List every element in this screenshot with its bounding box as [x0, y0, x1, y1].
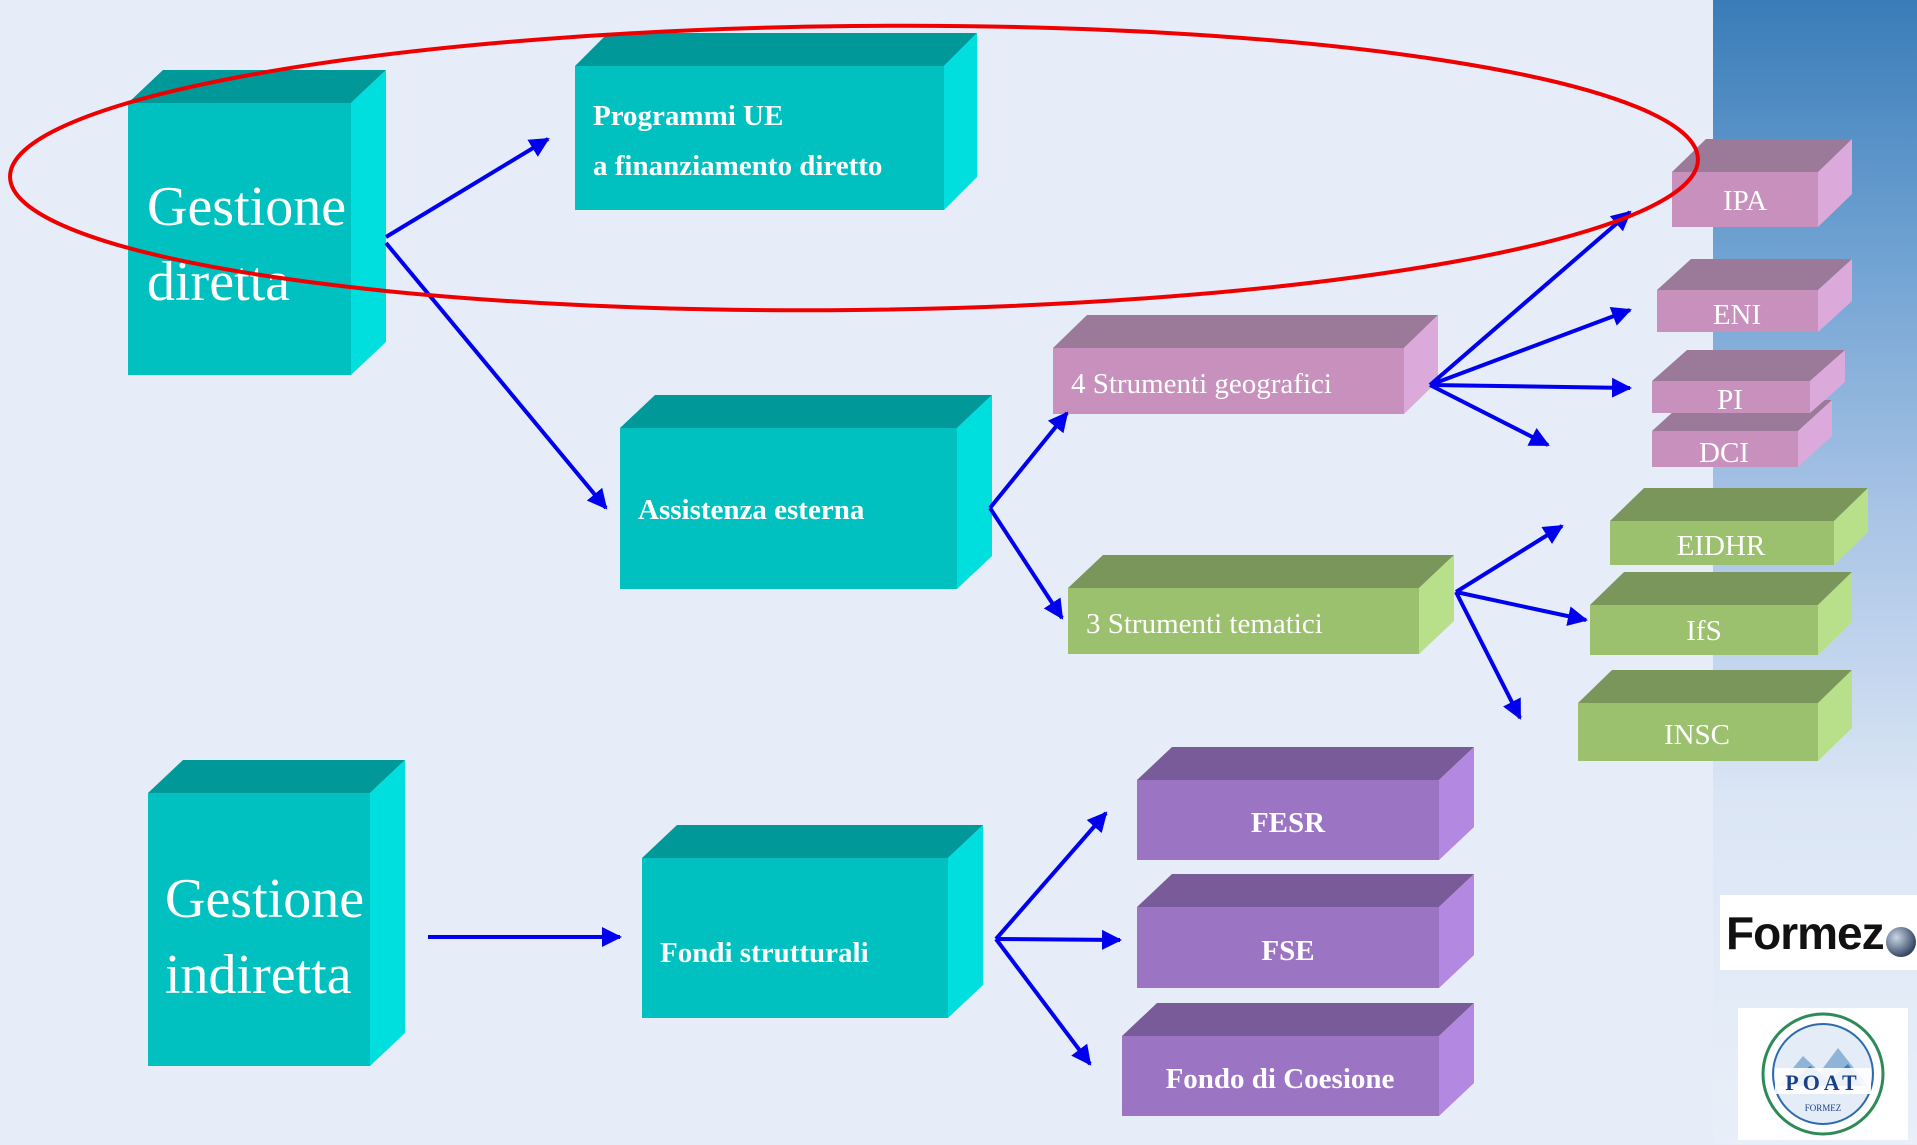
ipa-label: IPA [1723, 185, 1767, 217]
ifs-box: IfS [1590, 572, 1852, 655]
ifs-label: IfS [1686, 615, 1721, 647]
fse-label: FSE [1261, 935, 1314, 967]
arrow-geografici-to-pi [1429, 377, 1632, 398]
insc-box: INSC [1578, 670, 1852, 761]
formez-globe-icon [1885, 926, 1916, 957]
gestione-diretta-line1: Gestione [147, 176, 346, 238]
arrow-tematici-to-eidhr [1454, 524, 1564, 594]
strumenti-tematici-label: 3 Strumenti tematici [1086, 608, 1323, 640]
gestione-indiretta-box: Gestione indiretta [148, 760, 405, 1066]
eni-box: ENI [1657, 259, 1852, 332]
arrow-geografici-to-eni [1429, 306, 1632, 387]
arrow-tematici-to-insc [1454, 591, 1522, 720]
eidhr-label: EIDHR [1677, 530, 1766, 562]
strumenti-geografici-label: 4 Strumenti geografici [1071, 368, 1332, 400]
strumenti-geografici-box: 4 Strumenti geografici [1053, 315, 1438, 414]
fse-box: FSE [1137, 874, 1474, 988]
formez-logo: Formez [1720, 895, 1917, 970]
poat-emblem-icon: POAT FORMEZ [1761, 1012, 1885, 1136]
arrow-tematici-to-ifs [1455, 590, 1588, 626]
arrow-diretta-to-assistenza [384, 241, 608, 510]
ipa-box: IPA [1672, 139, 1852, 227]
formez-logo-text: Formez [1726, 906, 1885, 959]
arrow-assistenza-to-geografici [988, 411, 1069, 510]
gestione-indiretta-line1: Gestione [165, 868, 364, 930]
fondo-coesione-box: Fondo di Coesione [1122, 1003, 1474, 1116]
fondi-strutturali-box: Fondi strutturali [642, 825, 983, 1018]
gestione-diretta-box: Gestione diretta [128, 70, 386, 375]
arrow-diretta-to-programmi [384, 137, 550, 239]
gestione-indiretta-line2: indiretta [165, 944, 352, 1006]
arrow-fondi-to-coesione [994, 937, 1092, 1066]
programmi-ue-line1: Programmi UE [593, 100, 783, 132]
insc-label: INSC [1664, 719, 1730, 751]
arrow-fondi-to-fesr [994, 811, 1108, 941]
dci-label: DCI [1699, 437, 1749, 469]
assistenza-esterna-label: Assistenza esterna [638, 494, 865, 526]
eidhr-box: EIDHR [1610, 488, 1868, 565]
fesr-box: FESR [1137, 747, 1474, 860]
arrow-geografici-to-dci [1429, 383, 1550, 447]
poat-logo: POAT FORMEZ [1738, 1008, 1908, 1140]
poat-logo-subtext: FORMEZ [1805, 1103, 1842, 1113]
programmi-ue-box: Programmi UE a finanziamento diretto [575, 33, 977, 210]
fesr-label: FESR [1251, 807, 1326, 839]
fondi-strutturali-label: Fondi strutturali [660, 937, 869, 969]
programmi-ue-line2: a finanziamento diretto [593, 150, 882, 182]
pi-label: PI [1717, 384, 1743, 416]
connector-arrows [384, 137, 1632, 1066]
fondo-coesione-label: Fondo di Coesione [1166, 1063, 1395, 1095]
arrow-fondi-to-fse [995, 929, 1122, 950]
arrow-assistenza-to-tematici [988, 506, 1064, 620]
highlight-ellipse [8, 23, 1700, 313]
assistenza-esterna-box: Assistenza esterna [620, 395, 992, 589]
strumenti-tematici-box: 3 Strumenti tematici [1068, 555, 1454, 654]
pi-box: PI [1652, 350, 1845, 416]
arrow-geografici-to-ipa [1428, 210, 1632, 387]
eni-label: ENI [1713, 299, 1761, 331]
poat-logo-text: POAT [1785, 1070, 1860, 1095]
gestione-diretta-line2: diretta [147, 251, 290, 313]
